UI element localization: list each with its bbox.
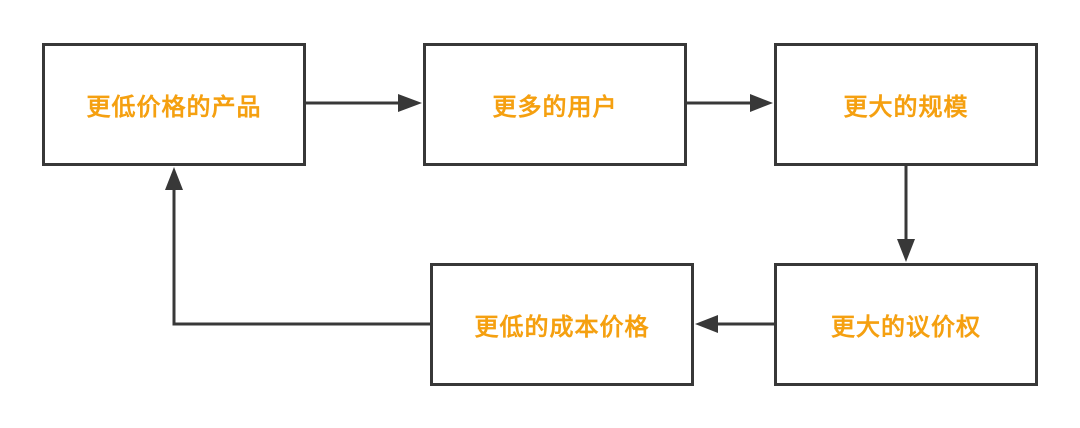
node-label: 更低的成本价格 bbox=[474, 313, 650, 341]
node-more-users: 更多的用户 bbox=[423, 43, 687, 166]
node-bargaining-power: 更大的议价权 bbox=[774, 263, 1038, 386]
node-label: 更低价格的产品 bbox=[86, 93, 262, 121]
node-label: 更多的用户 bbox=[492, 93, 618, 121]
arrow-more-users-to-larger-scale bbox=[687, 94, 773, 112]
node-label: 更大的议价权 bbox=[831, 313, 981, 341]
node-lower-costs: 更低的成本价格 bbox=[430, 263, 694, 386]
arrow-larger-scale-to-bargaining-power bbox=[897, 166, 915, 262]
arrow-cheaper-products-to-more-users bbox=[306, 94, 422, 112]
arrow-lower-costs-to-cheaper-products bbox=[165, 167, 430, 326]
node-cheaper-products: 更低价格的产品 bbox=[42, 43, 306, 166]
node-larger-scale: 更大的规模 bbox=[774, 43, 1038, 166]
arrow-bargaining-power-to-lower-costs bbox=[695, 315, 774, 333]
node-label: 更大的规模 bbox=[843, 93, 969, 121]
